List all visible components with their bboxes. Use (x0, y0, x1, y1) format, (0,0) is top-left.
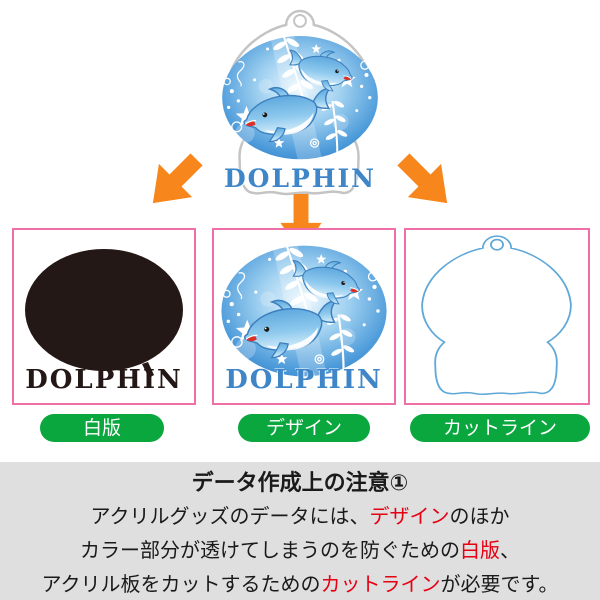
cutline-outline (421, 235, 572, 396)
note-line-3: アクリル板をカットするためのカットラインが必要です。 (0, 567, 600, 600)
note-line-1: アクリルグッズのデータには、デザインのほか (0, 499, 600, 533)
label-cutline: カットライン (410, 414, 590, 442)
cutline-box (404, 228, 590, 405)
note-line-2: カラー部分が透けてしまうのを防ぐための白版、 (0, 533, 600, 567)
note-line-2-post: 、 (500, 538, 520, 562)
note-line-1-pre: アクリルグッズのデータには、 (90, 504, 370, 528)
note-line-1-highlight: デザイン (369, 504, 450, 528)
note-panel: データ作成上の注意① アクリルグッズのデータには、デザインのほか カラー部分が透… (0, 462, 600, 600)
note-line-1-post: のほか (449, 504, 510, 528)
arrow-down-right-icon (381, 137, 472, 228)
note-title: データ作成上の注意① (191, 471, 409, 496)
white-plate-box: DOLPHIN (12, 228, 196, 405)
design-box: DOLPHIN (212, 228, 396, 405)
label-design: デザイン (238, 414, 370, 442)
white-plate-silhouette (25, 249, 183, 378)
design-artwork (218, 242, 390, 380)
note-line-3-highlight: カットライン (320, 572, 441, 596)
note-line-2-pre: カラー部分が透けてしまうのを防ぐための (80, 538, 460, 562)
note-line-3-post: が必要です。 (440, 572, 559, 596)
note-line-3-pre: アクリル板をカットするための (41, 572, 321, 596)
keychain-preview: DOLPHIN (211, 5, 389, 203)
label-white-plate: 白版 (40, 414, 164, 442)
acrylic-charm-art (211, 9, 389, 196)
keyring-hole (293, 14, 307, 28)
note-line-2-highlight: 白版 (460, 538, 500, 562)
arrow-down-left-icon (129, 137, 220, 228)
